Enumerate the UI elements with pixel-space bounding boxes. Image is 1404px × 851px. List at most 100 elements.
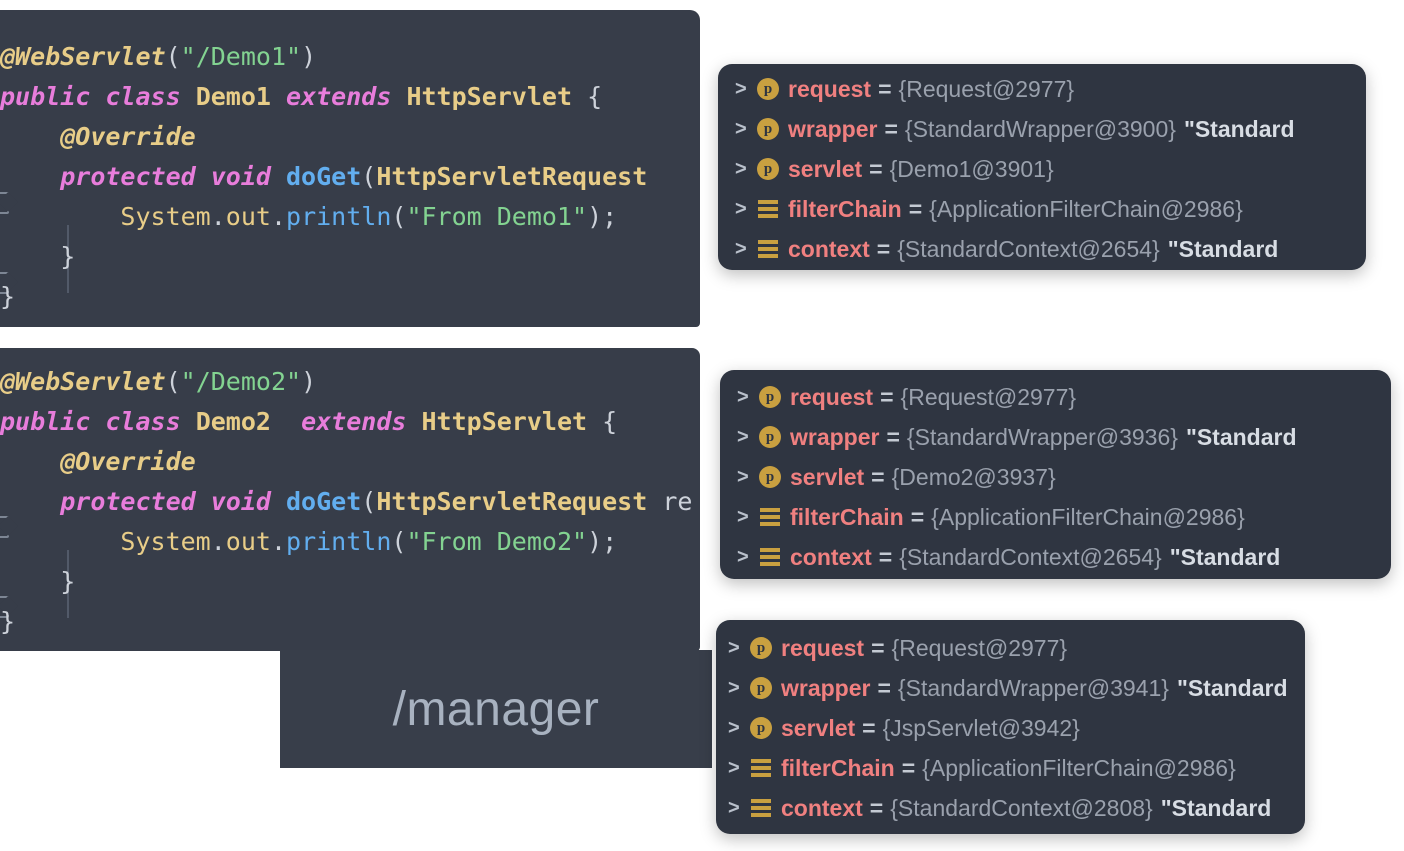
code-token [181, 82, 196, 111]
chevron-right-icon[interactable]: > [735, 238, 747, 260]
demo2-code-editor[interactable]: @WebServlet("/Demo2")public class Demo2 … [0, 348, 700, 651]
chevron-right-icon[interactable]: > [737, 426, 749, 448]
code-token: doGet [286, 487, 362, 516]
code-token [406, 407, 421, 436]
code-token: out [225, 527, 271, 556]
property-icon: p [750, 677, 772, 699]
variable-name: filterChain [788, 195, 902, 222]
fold-marker-icon[interactable] [0, 596, 9, 618]
chevron-right-icon[interactable]: > [737, 546, 749, 568]
demo1-code-lines: @WebServlet("/Demo1")public class Demo1 … [0, 37, 647, 317]
chevron-right-icon[interactable]: > [728, 677, 740, 699]
code-token: Demo2 [195, 407, 271, 436]
code-token: public class [0, 82, 181, 111]
chevron-right-icon[interactable]: > [735, 118, 747, 140]
code-indent [0, 202, 120, 231]
fold-marker-icon[interactable] [0, 516, 9, 538]
code-token: System [120, 202, 211, 231]
chevron-right-icon[interactable]: > [735, 78, 747, 100]
equals-sign: = [869, 794, 884, 821]
chevron-right-icon[interactable]: > [728, 797, 740, 819]
code-token: } [60, 242, 76, 271]
code-token: @WebServlet [0, 367, 166, 396]
equals-sign: = [886, 423, 900, 450]
chevron-right-icon[interactable]: > [735, 158, 747, 180]
variable-value: {StandardContext@2654} [899, 543, 1162, 570]
variable-value-string: "Standard [1167, 235, 1279, 262]
code-token: ( [391, 527, 407, 556]
variable-row[interactable]: >filterChain={ApplicationFilterChain@298… [716, 748, 1305, 788]
code-token: println [286, 527, 392, 556]
variable-value: {StandardWrapper@3936} [906, 423, 1178, 450]
variable-name: wrapper [781, 674, 871, 701]
variable-value: {StandardContext@2654} [897, 235, 1160, 262]
code-indent [0, 447, 60, 476]
code-token: @Override [60, 447, 196, 476]
demo2-code-lines: @WebServlet("/Demo2")public class Demo2 … [0, 362, 692, 642]
property-icon: p [750, 637, 772, 659]
equals-sign: = [878, 543, 893, 570]
equals-sign: = [877, 674, 891, 701]
code-token: } [0, 607, 16, 636]
code-indent [0, 567, 60, 596]
chevron-right-icon[interactable]: > [728, 717, 740, 739]
code-token: println [286, 202, 392, 231]
code-line: } [0, 237, 647, 277]
demo1-code-editor[interactable]: @WebServlet("/Demo1")public class Demo1 … [0, 10, 700, 327]
property-icon: p [759, 386, 781, 408]
chevron-right-icon[interactable]: > [737, 466, 749, 488]
variable-row[interactable]: >filterChain={ApplicationFilterChain@298… [720, 497, 1391, 537]
code-token: @Override [60, 122, 196, 151]
variable-row[interactable]: >context={StandardContext@2808}"Standard [716, 788, 1305, 828]
equals-sign: = [908, 195, 923, 222]
equals-sign: = [878, 75, 892, 102]
fold-marker-icon[interactable] [0, 272, 9, 294]
code-token: ); [587, 202, 618, 231]
manager-path-label: /manager [392, 682, 600, 736]
code-token [181, 407, 196, 436]
code-token: { [587, 407, 618, 436]
code-token: . [210, 202, 226, 231]
variable-row[interactable]: >context={StandardContext@2654}"Standard [720, 537, 1391, 577]
code-token: ( [391, 202, 407, 231]
equals-sign: = [862, 714, 876, 741]
variable-value: {ApplicationFilterChain@2986} [929, 195, 1243, 222]
variable-value-string: "Standard [1169, 543, 1281, 570]
variable-row[interactable]: >context={StandardContext@2654}"Standard [718, 229, 1366, 269]
code-line: public class Demo2 extends HttpServlet { [0, 402, 692, 442]
chevron-right-icon[interactable]: > [728, 637, 740, 659]
code-token: protected void [60, 162, 271, 191]
code-line: @WebServlet("/Demo1") [0, 37, 647, 77]
code-token: "/Demo2" [180, 367, 302, 396]
chevron-right-icon[interactable]: > [728, 757, 740, 779]
variable-value: {Request@2977} [900, 383, 1077, 410]
chevron-right-icon[interactable]: > [737, 386, 749, 408]
code-line: @Override [0, 442, 692, 482]
equals-sign: = [910, 503, 925, 530]
fold-marker-icon[interactable] [0, 192, 9, 214]
chevron-right-icon[interactable]: > [735, 198, 747, 220]
code-token: ( [361, 162, 377, 191]
variable-value: {Request@2977} [898, 75, 1075, 102]
code-line: protected void doGet(HttpServletRequest … [0, 482, 692, 522]
variable-value: {JspServlet@3942} [882, 714, 1080, 741]
code-line: protected void doGet(HttpServletRequest [0, 157, 647, 197]
equals-sign: = [869, 155, 883, 182]
variable-row[interactable]: > filterChain={ApplicationFilterChain@298… [718, 189, 1366, 229]
chevron-right-icon[interactable]: > [737, 506, 749, 528]
code-token: HttpServletRequest [376, 162, 648, 191]
